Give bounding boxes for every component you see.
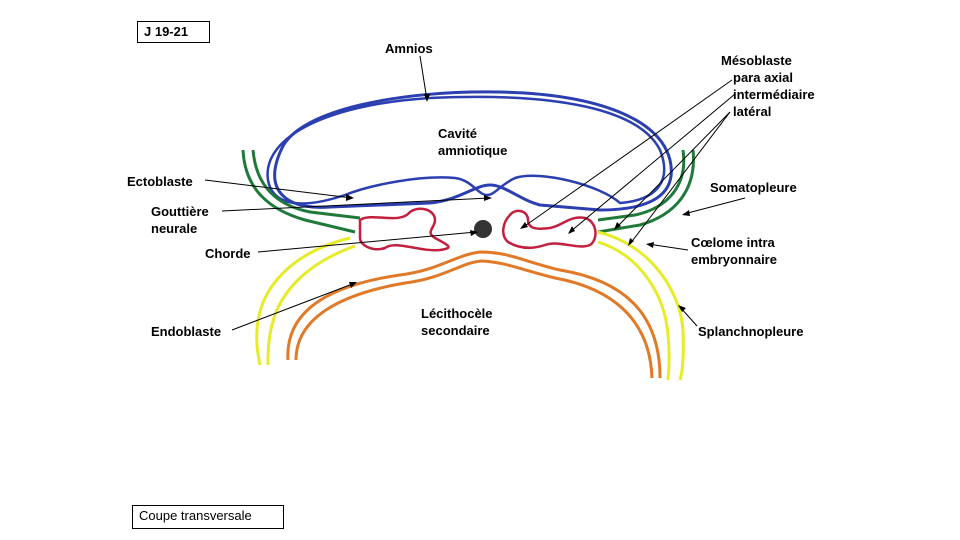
somatopleure-left-outer <box>241 149 356 234</box>
splanchnopleure-right-outer <box>597 230 685 381</box>
arrowhead-somatopleure <box>682 210 690 216</box>
arrow-endoblaste <box>231 282 356 331</box>
somatopleure-right-inner <box>597 149 686 222</box>
label-ectoblaste: Ectoblaste <box>127 174 193 189</box>
label-para-axial: para axial <box>733 70 793 85</box>
arrow-lateral-2 <box>629 111 731 245</box>
chorde-dot <box>474 220 492 238</box>
arrow-chorde <box>257 231 477 253</box>
splanchnopleure-left-inner <box>266 244 356 366</box>
arrowhead-gouttiere <box>484 195 492 201</box>
arrow-somatopleure <box>683 197 746 215</box>
arrow-ectoblaste <box>204 179 353 199</box>
arrow-lateral-1 <box>615 111 731 229</box>
somatopleure-left-inner <box>251 149 361 220</box>
arrowhead-splanchnopleure <box>678 305 686 312</box>
mesoblaste-right <box>502 209 597 250</box>
amnios-outline <box>273 90 673 212</box>
arrow-para-axial <box>521 79 733 229</box>
splanchnopleure-right-inner <box>597 240 671 381</box>
label-amnios: Amnios <box>385 41 433 56</box>
label-coelome-1: Cœlome intra <box>691 235 775 250</box>
label-gouttiere-neurale-2: neurale <box>151 221 198 236</box>
arrowhead-ectoblaste <box>346 194 354 201</box>
arrowhead-endoblaste <box>349 282 357 288</box>
label-lateral: latéral <box>733 104 772 119</box>
arrowhead-lateral-1 <box>614 222 621 230</box>
arrow-intermediaire <box>569 93 736 233</box>
stage-label: J 19-21 <box>137 21 210 43</box>
arrowhead-para-axial <box>520 222 528 229</box>
section-label: Coupe transversale <box>132 505 284 529</box>
arrowhead-intermediaire <box>568 226 575 234</box>
arrowhead-amnios <box>424 94 430 102</box>
label-splanchnopleure: Splanchnopleure <box>698 324 804 339</box>
label-somatopleure: Somatopleure <box>710 180 797 195</box>
label-gouttiere-neurale-1: Gouttière <box>151 204 209 219</box>
label-endoblaste: Endoblaste <box>151 324 222 339</box>
label-cavite-amniotique-1: Cavité <box>438 126 478 141</box>
arrow-coelome <box>647 243 689 251</box>
mesoblaste-left <box>358 207 450 252</box>
label-lecithocele-2: secondaire <box>421 323 490 338</box>
arrowhead-lateral-2 <box>628 238 634 246</box>
label-cavite-amniotique-2: amniotique <box>438 143 508 158</box>
label-coelome-2: embryonnaire <box>691 252 777 267</box>
arrow-gouttiere <box>221 197 491 212</box>
label-intermediaire: intermédiaire <box>733 87 815 102</box>
ectoblaste-line <box>266 95 666 205</box>
arrow-amnios <box>419 55 428 101</box>
splanchnopleure-left-outer <box>255 236 351 366</box>
endoblaste-inner <box>294 259 654 379</box>
label-chorde: Chorde <box>205 246 251 261</box>
label-mesoblaste: Mésoblaste <box>721 53 792 68</box>
somatopleure-right-outer <box>597 149 695 234</box>
arrowhead-chorde <box>470 230 478 236</box>
endoblaste-outer <box>286 250 662 379</box>
label-lecithocele-1: Lécithocèle <box>421 306 493 321</box>
arrowhead-coelome <box>646 242 654 248</box>
